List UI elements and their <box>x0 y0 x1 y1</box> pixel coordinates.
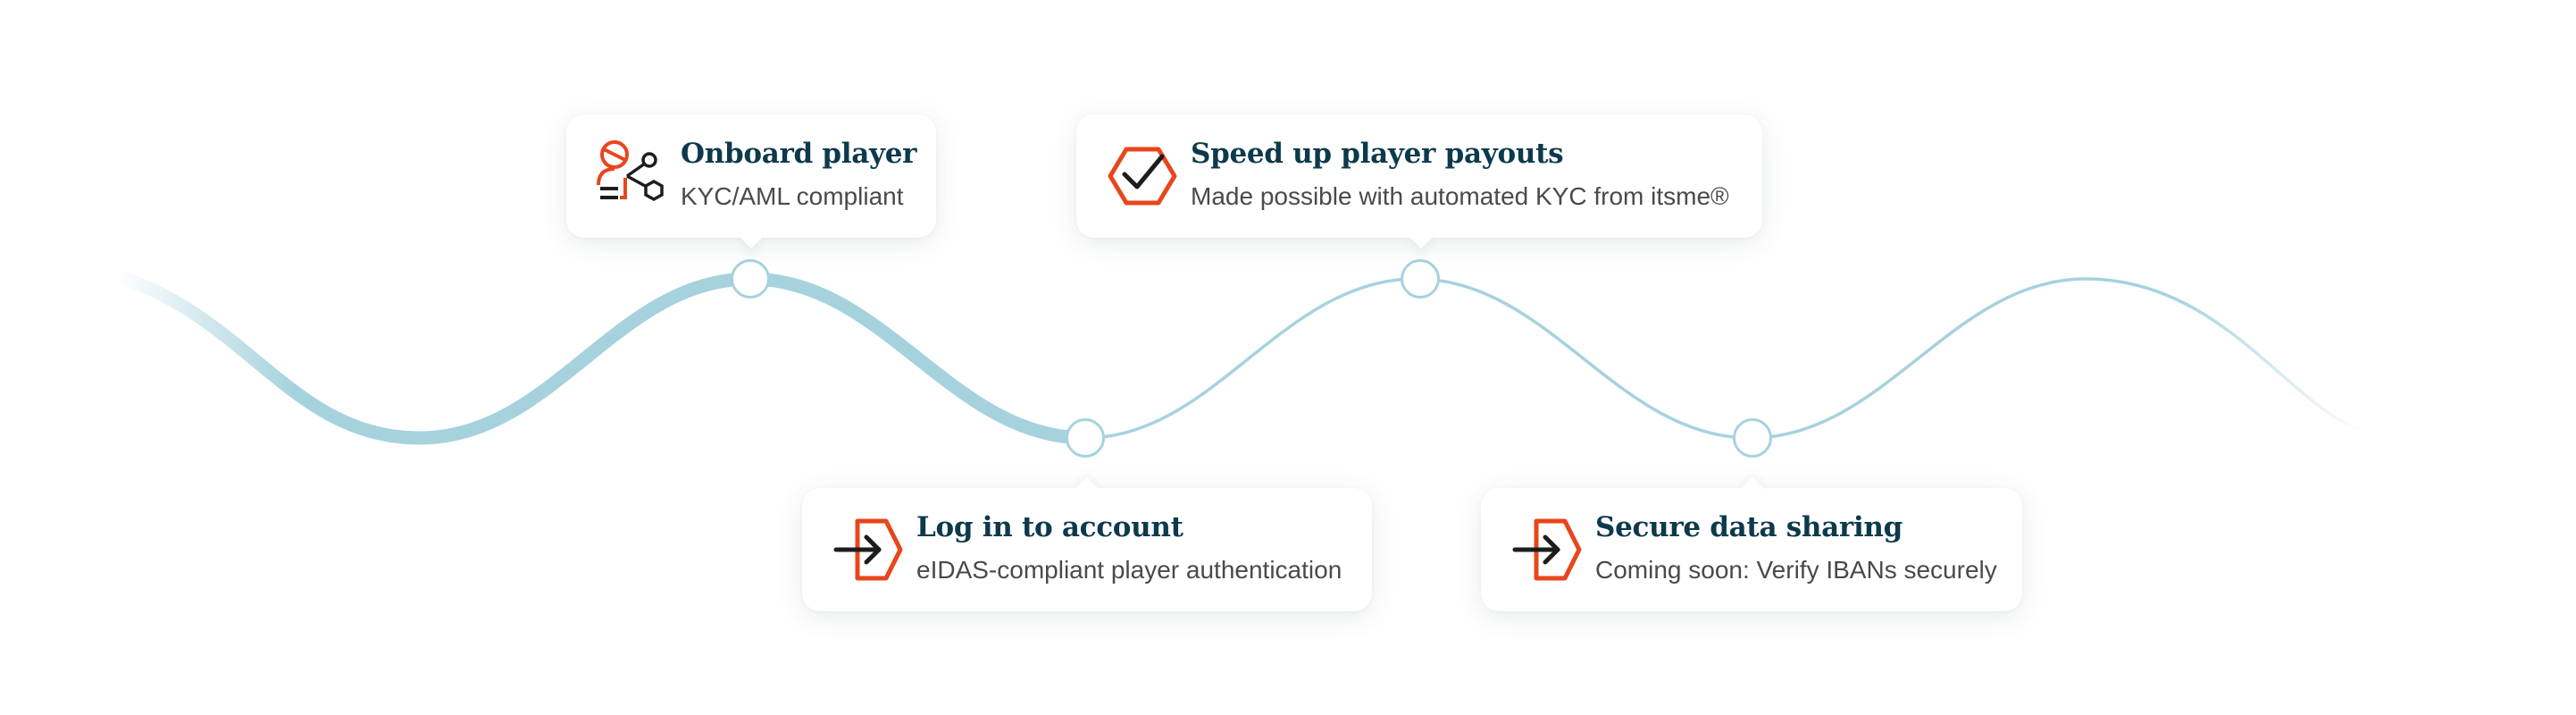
step-title: Speed up player payouts <box>1191 138 1564 170</box>
step-card-payouts: Speed up player payouts Made possible wi… <box>1076 114 1762 249</box>
wave-completed-path <box>118 272 1092 445</box>
step-card-onboard: Onboard player KYC/AML compliant <box>566 114 936 249</box>
step-node-payouts <box>1401 259 1440 299</box>
step-title: Secure data sharing <box>1595 511 1903 543</box>
step-node-data-sharing <box>1733 418 1772 458</box>
step-subtitle: eIDAS-compliant player authentication <box>916 556 1342 584</box>
step-subtitle: Made possible with automated KYC from it… <box>1191 182 1729 210</box>
login-arrow-icon <box>1512 518 1582 581</box>
checkmark-icon <box>1108 147 1177 206</box>
step-node-onboard <box>731 259 770 299</box>
step-title: Onboard player <box>681 138 917 170</box>
step-card-login: Log in to account eIDAS-compliant player… <box>802 476 1372 611</box>
wave-upcoming-path <box>1083 277 2360 440</box>
step-subtitle: Coming soon: Verify IBANs securely <box>1595 556 1997 584</box>
step-node-login <box>1066 418 1105 458</box>
step-card-data-sharing: Secure data sharing Coming soon: Verify … <box>1481 476 2022 611</box>
step-title: Log in to account <box>916 511 1183 543</box>
player-onboarding-icon <box>597 140 664 202</box>
step-subtitle: KYC/AML compliant <box>681 182 904 210</box>
login-arrow-icon <box>833 518 903 581</box>
